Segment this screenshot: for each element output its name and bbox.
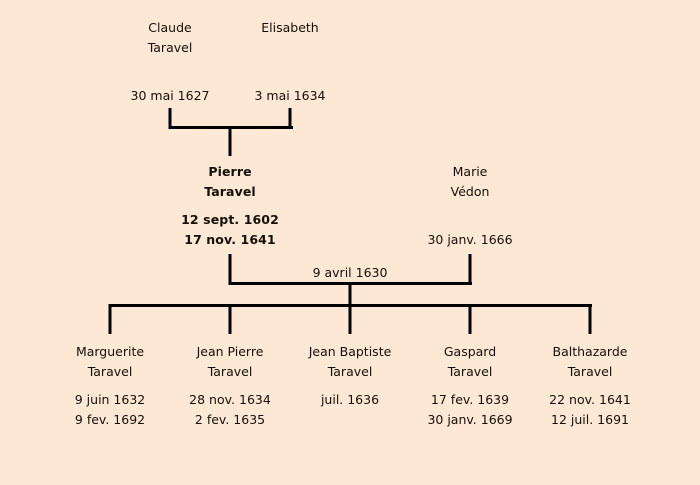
connector-pierre-down <box>228 254 232 285</box>
connector-child-drop-2 <box>228 304 232 334</box>
dates-child-jean-pierre-taravel: 28 nov. 1634 2 fev. 1635 <box>189 390 271 430</box>
death-date: 12 juil. 1691 <box>551 412 629 427</box>
connector-child-drop-5 <box>588 304 592 334</box>
person-given-name: Marguerite <box>75 344 145 359</box>
person-surname: Taravel <box>207 364 253 379</box>
person-marie-vedon[interactable]: Marie Védon <box>451 162 490 202</box>
person-child-jean-baptiste-taravel[interactable]: Jean Baptiste Taravel <box>309 342 392 382</box>
person-given-name: Jean Baptiste <box>308 344 392 359</box>
date-elisabeth: 3 mai 1634 <box>254 86 325 106</box>
person-surname: Taravel <box>327 364 373 379</box>
marriage-date-label: 9 avril 1630 <box>303 265 397 281</box>
person-child-marguerite-taravel[interactable]: Marguerite Taravel <box>76 342 144 382</box>
connector-child-drop-3 <box>348 304 352 334</box>
connector-claude-down <box>168 108 172 129</box>
birth-date: 17 fev. 1639 <box>430 392 510 407</box>
connector-elisabeth-down <box>288 108 292 129</box>
dates-child-marguerite-taravel: 9 juin 1632 9 fev. 1692 <box>75 390 146 430</box>
person-child-balthazarde-taravel[interactable]: Balthazarde Taravel <box>553 342 628 382</box>
person-given-name: Pierre <box>208 164 252 179</box>
person-surname: Taravel <box>147 40 193 55</box>
date-value: 30 mai 1627 <box>130 88 210 103</box>
dates-child-balthazarde-taravel: 22 nov. 1641 12 juil. 1691 <box>549 390 631 430</box>
dates-pierre-taravel: 12 sept. 1602 17 nov. 1641 <box>181 210 279 250</box>
connector-child-drop-1 <box>108 304 112 334</box>
person-surname: Védon <box>450 184 490 199</box>
person-surname: Taravel <box>87 364 133 379</box>
birth-date: 22 nov. 1641 <box>549 392 631 407</box>
person-surname: Taravel <box>204 184 256 199</box>
death-date: 30 janv. 1669 <box>427 412 513 427</box>
dates-child-jean-baptiste-taravel: juil. 1636 <box>321 390 379 410</box>
death-date: 9 fev. 1692 <box>74 412 146 427</box>
person-given-name: Claude <box>148 20 192 35</box>
death-date: 2 fev. 1635 <box>194 412 266 427</box>
connector-marie-down <box>468 254 472 285</box>
death-date: 17 nov. 1641 <box>184 232 276 247</box>
person-given-name: Gaspard <box>443 344 497 359</box>
date-value: 3 mai 1634 <box>254 88 326 103</box>
birth-date: 9 juin 1632 <box>74 392 146 407</box>
date-value: 30 janv. 1666 <box>427 232 513 247</box>
person-elisabeth[interactable]: Elisabeth <box>261 18 318 38</box>
person-claude-taravel[interactable]: Claude Taravel <box>148 18 193 58</box>
person-given-name: Elisabeth <box>261 20 319 35</box>
connector-descent-to-children <box>348 282 352 306</box>
connector-child-drop-4 <box>468 304 472 334</box>
person-pierre-taravel[interactable]: Pierre Taravel <box>204 162 256 202</box>
person-given-name: Jean Pierre <box>196 344 264 359</box>
dates-child-gaspard-taravel: 17 fev. 1639 30 janv. 1669 <box>427 390 512 430</box>
connector-descent-to-pierre <box>228 126 232 156</box>
connector-marriage-bar-gen1 <box>170 126 293 129</box>
birth-date: juil. 1636 <box>320 392 380 407</box>
date-marie-vedon: 30 janv. 1666 <box>427 230 512 250</box>
person-child-gaspard-taravel[interactable]: Gaspard Taravel <box>444 342 496 382</box>
person-surname: Taravel <box>567 364 613 379</box>
birth-date: 12 sept. 1602 <box>181 212 279 227</box>
birth-date: 28 nov. 1634 <box>189 392 271 407</box>
person-child-jean-pierre-taravel[interactable]: Jean Pierre Taravel <box>197 342 264 382</box>
person-surname: Taravel <box>447 364 493 379</box>
date-claude-taravel: 30 mai 1627 <box>131 86 210 106</box>
person-given-name: Balthazarde <box>552 344 628 359</box>
person-given-name: Marie <box>452 164 488 179</box>
